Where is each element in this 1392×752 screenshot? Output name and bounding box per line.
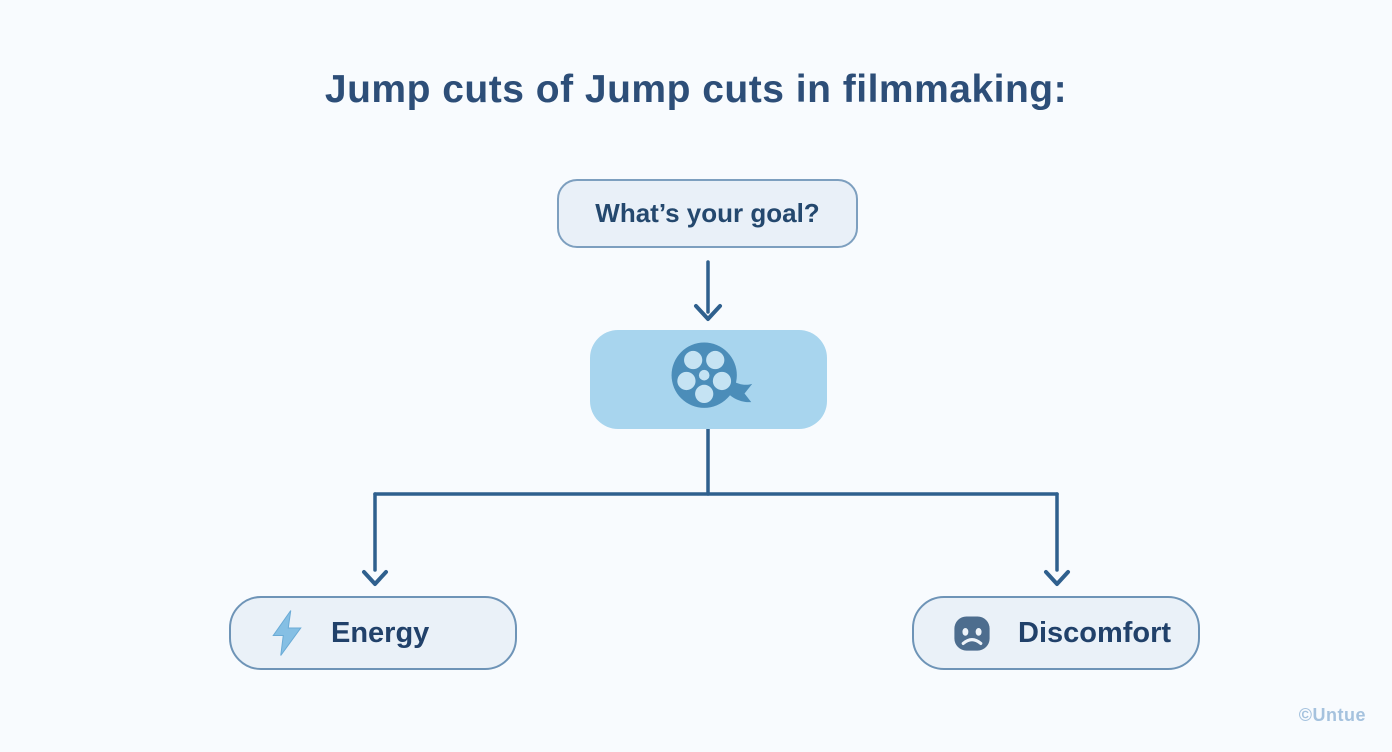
node-film-reel xyxy=(590,330,827,429)
node-energy: Energy xyxy=(229,596,517,670)
arrowhead-to-energy xyxy=(362,570,388,586)
sad-face-icon xyxy=(950,611,994,655)
node-discomfort: Discomfort xyxy=(912,596,1200,670)
goal-label: What’s your goal? xyxy=(595,198,820,228)
watermark: ©Untue xyxy=(1298,705,1366,725)
arrowhead-goal-to-reel xyxy=(694,304,722,321)
discomfort-label: Discomfort xyxy=(1018,616,1172,649)
page-title: Jump cuts of Jump cuts in filmmaking: xyxy=(324,68,1068,111)
lightning-bolt-icon xyxy=(267,607,307,659)
arrowhead-to-discomfort xyxy=(1044,570,1070,586)
film-reel-icon xyxy=(671,342,752,408)
energy-label: Energy xyxy=(331,616,430,649)
node-whats-your-goal: What’s your goal? xyxy=(557,179,858,248)
